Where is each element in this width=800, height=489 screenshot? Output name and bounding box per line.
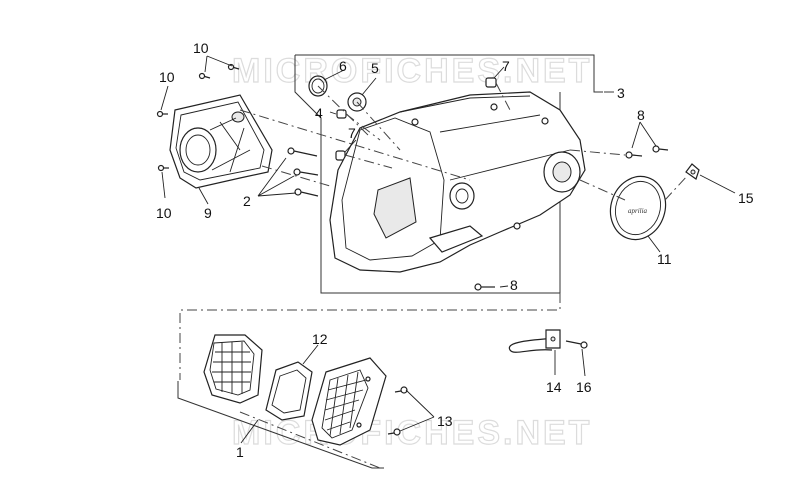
cover-plate-part-9	[169, 94, 273, 189]
callout-2: 2	[243, 193, 251, 209]
callout-11: 11	[657, 251, 672, 267]
lower-group-bracket	[177, 381, 384, 469]
leader-lines	[160, 55, 736, 444]
callout-labels: 1 2 3 4 5 6 7 7 8 8 9 10 10 10 11 12 13 …	[156, 40, 754, 460]
callout-1: 1	[236, 444, 244, 460]
watermark-top: MICROFICHES.NET	[232, 52, 592, 90]
callout-7-center: 7	[348, 125, 356, 141]
callout-4: 4	[315, 105, 323, 121]
callout-12: 12	[312, 331, 328, 347]
callout-6: 6	[339, 58, 347, 74]
crankcase-cover-part-3	[329, 91, 586, 273]
alignment-lines	[239, 82, 689, 469]
hose-bracket-part-14	[508, 329, 561, 353]
circlip-part-6	[308, 75, 328, 97]
bolts-part-2	[287, 147, 319, 197]
group-frame-body	[294, 55, 561, 294]
filter-housing-part-1	[203, 334, 263, 404]
dowel-part-4	[336, 109, 347, 119]
group-frame-top	[295, 54, 603, 93]
clip-part-15	[685, 163, 700, 180]
callout-13: 13	[437, 413, 453, 429]
callout-15: 15	[738, 190, 754, 206]
callout-10-top: 10	[193, 40, 209, 56]
pin-part-7-top	[485, 77, 497, 88]
callout-3: 3	[617, 85, 625, 101]
callout-7-top: 7	[502, 58, 510, 74]
bolt-part-8-bottom	[474, 283, 495, 291]
callout-8-bottom: 8	[510, 277, 518, 293]
bolts-part-8-right	[625, 145, 669, 159]
screws-part-13	[387, 386, 408, 436]
callout-5: 5	[371, 60, 379, 76]
bolt-part-16	[565, 340, 588, 349]
callout-10-left: 10	[159, 69, 175, 85]
cover-logo: aprilia	[628, 207, 648, 215]
callout-14: 14	[546, 379, 562, 395]
callout-10-bottom: 10	[156, 205, 172, 221]
callout-16: 16	[576, 379, 592, 395]
callout-8-right: 8	[637, 107, 645, 123]
screw-part-10-bottom	[157, 164, 169, 172]
screw-part-10-top	[198, 63, 240, 80]
filter-cover-grille	[311, 357, 387, 446]
filter-element-part-12	[265, 361, 313, 421]
callout-9: 9	[204, 205, 212, 221]
lower-group-link	[179, 293, 561, 380]
inspection-cover-part-11: aprilia	[609, 175, 667, 241]
screw-part-10-left	[156, 110, 168, 118]
